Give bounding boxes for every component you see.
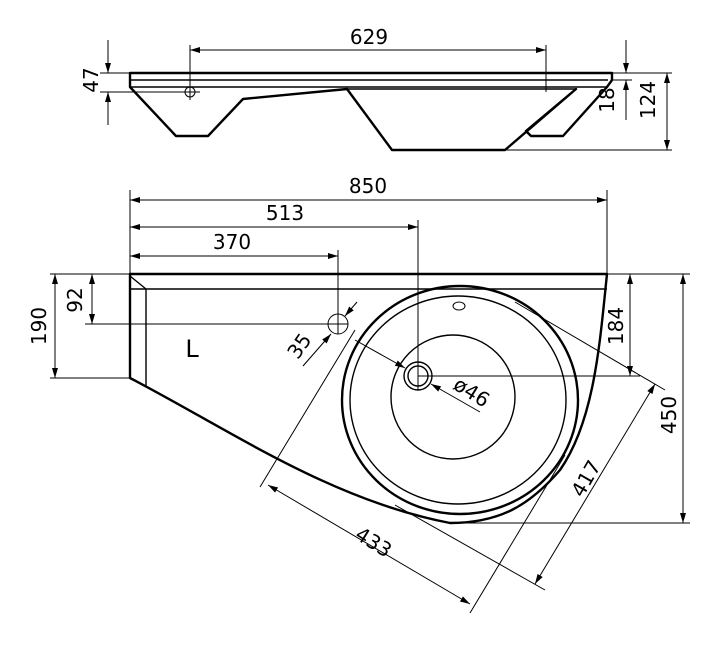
dim-35: 35 — [282, 329, 316, 364]
plan-outline — [128, 272, 609, 525]
side-mark: L — [185, 335, 199, 363]
dim-35-arrow-b — [344, 301, 358, 317]
dim-47: 47 — [79, 67, 103, 92]
dim-46-arrow-b — [430, 383, 481, 413]
dim-417-line — [534, 383, 656, 585]
overflow-slot — [452, 301, 466, 311]
dim-46: ø46 — [449, 372, 494, 412]
dim-35-arrow-a — [302, 333, 332, 367]
dim-433-ext — [259, 329, 566, 614]
dim-124: 124 — [636, 81, 660, 119]
plan-back-edge — [129, 275, 607, 387]
dim-184: 184 — [604, 307, 628, 345]
dim-370: 370 — [213, 230, 251, 254]
dim-46-arrow-a — [354, 339, 406, 369]
dim-850: 850 — [349, 174, 387, 198]
dim-513: 513 — [266, 201, 304, 225]
side-edge-lines — [130, 79, 608, 90]
dim-433-line — [267, 484, 471, 605]
dim-450: 450 — [657, 396, 681, 434]
bowl — [390, 334, 516, 460]
dim-417: 417 — [566, 456, 606, 501]
dim-47-ext — [100, 72, 185, 93]
plan-view: L 850 513 370 190 92 35 ø46 184 450 417 … — [27, 174, 690, 614]
dim-18: 18 — [595, 87, 619, 112]
dim-629: 629 — [350, 25, 388, 49]
dim-190: 190 — [27, 307, 51, 345]
dim-92: 92 — [63, 287, 87, 312]
side-profile — [128, 71, 614, 152]
side-view: 629 47 18 124 — [79, 25, 672, 152]
